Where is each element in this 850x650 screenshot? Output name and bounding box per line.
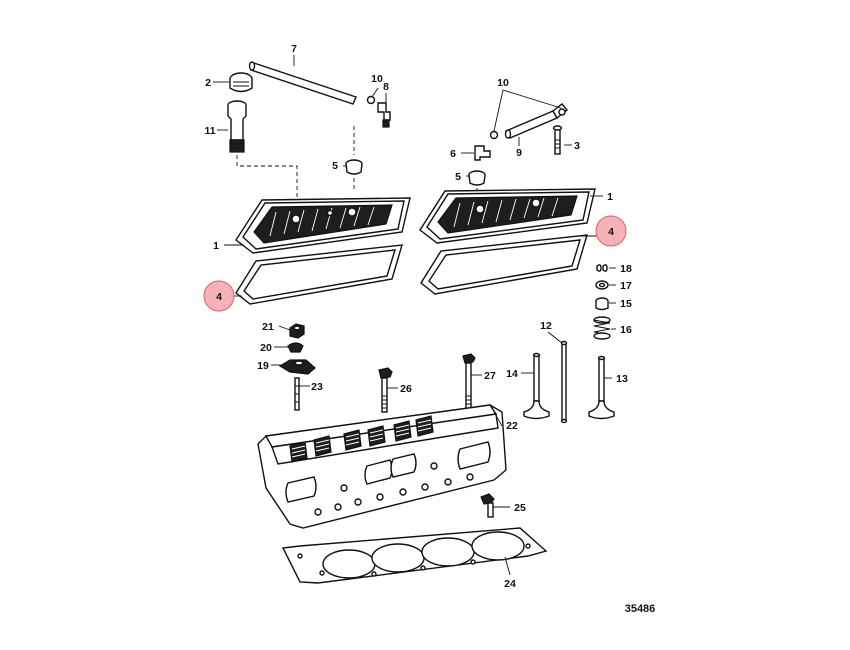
- leader-lines: [213, 55, 616, 576]
- callout-25: 25: [514, 502, 526, 514]
- head-bolt-27: [462, 353, 476, 412]
- alignment-line: [236, 155, 298, 198]
- valve-key-18: [596, 264, 608, 272]
- rocker-ball-20: [287, 342, 304, 353]
- callout-8: 8: [383, 81, 389, 93]
- grommet-5-left: [345, 159, 363, 175]
- callout-19: 19: [257, 360, 269, 372]
- pushrod-guide-23: [294, 377, 300, 411]
- callout-12: 12: [540, 320, 552, 332]
- stud-bolt-25: [480, 493, 495, 518]
- rocker-cover-right: [419, 188, 596, 244]
- rocker-cover-left: [235, 197, 411, 254]
- oil-filler-tube: [227, 100, 247, 153]
- callout-10-right: 10: [497, 77, 509, 89]
- callout-6: 6: [450, 148, 456, 160]
- callout-1-right: 1: [607, 191, 613, 203]
- stud-3: [552, 125, 563, 155]
- highlight-callout-4-left: [203, 280, 235, 312]
- callout-5-right: 5: [455, 171, 461, 183]
- callout-18: 18: [620, 263, 632, 275]
- breather-tube-9: [504, 103, 568, 139]
- hose-clamp-10-right: [489, 108, 566, 140]
- oil-fill-cap: [229, 72, 253, 93]
- figure-number: 35486: [625, 603, 656, 615]
- head-gasket-24: [281, 527, 548, 584]
- valve-cap-17: [595, 280, 609, 290]
- callout-3: 3: [574, 140, 580, 152]
- callout-labels: 7 2 10 8 11 5 1 4 10 3 9 6 5 1 4 18 17 1…: [204, 43, 655, 615]
- valve-spring-16: [593, 316, 611, 340]
- callout-15: 15: [620, 298, 632, 310]
- callout-1-left: 1: [213, 240, 219, 252]
- callout-10-left: 10: [371, 73, 383, 85]
- exhaust-valve-13: [588, 355, 615, 420]
- callout-4-right: 4: [608, 226, 614, 238]
- rocker-cover-gasket-left: [235, 244, 403, 305]
- callout-4-left: 4: [216, 291, 222, 303]
- callout-7: 7: [291, 43, 297, 55]
- head-bolt-26: [378, 367, 393, 413]
- callout-20: 20: [260, 342, 272, 354]
- rocker-arm-19: [278, 359, 316, 375]
- rocker-cover-gasket-right: [420, 234, 588, 295]
- callout-17: 17: [620, 280, 632, 292]
- breather-hose-7: [248, 61, 357, 105]
- callout-16: 16: [620, 324, 632, 336]
- callout-26: 26: [400, 383, 412, 395]
- hose-clamp-10-left: [366, 95, 376, 105]
- intake-valve-14: [523, 352, 550, 420]
- callout-11: 11: [204, 125, 215, 137]
- elbow-fitting-8: [377, 102, 391, 128]
- highlight-callout-4-right: [595, 215, 627, 247]
- callout-21: 21: [262, 321, 274, 333]
- rocker-nut-21: [289, 323, 305, 339]
- callout-22: 22: [506, 420, 518, 432]
- grommet-5-right: [468, 170, 486, 186]
- callout-24: 24: [504, 578, 516, 590]
- pushrod-12: [560, 340, 568, 424]
- callout-2: 2: [205, 77, 211, 89]
- callout-9: 9: [516, 147, 522, 159]
- callout-5-left: 5: [332, 160, 338, 172]
- callout-13: 13: [616, 373, 628, 385]
- callout-23: 23: [311, 381, 323, 393]
- valve-seal-15: [595, 297, 609, 311]
- callout-27: 27: [484, 370, 496, 382]
- pcv-elbow-6: [474, 145, 491, 161]
- callout-14: 14: [506, 368, 518, 380]
- cylinder-head-22: [257, 404, 507, 529]
